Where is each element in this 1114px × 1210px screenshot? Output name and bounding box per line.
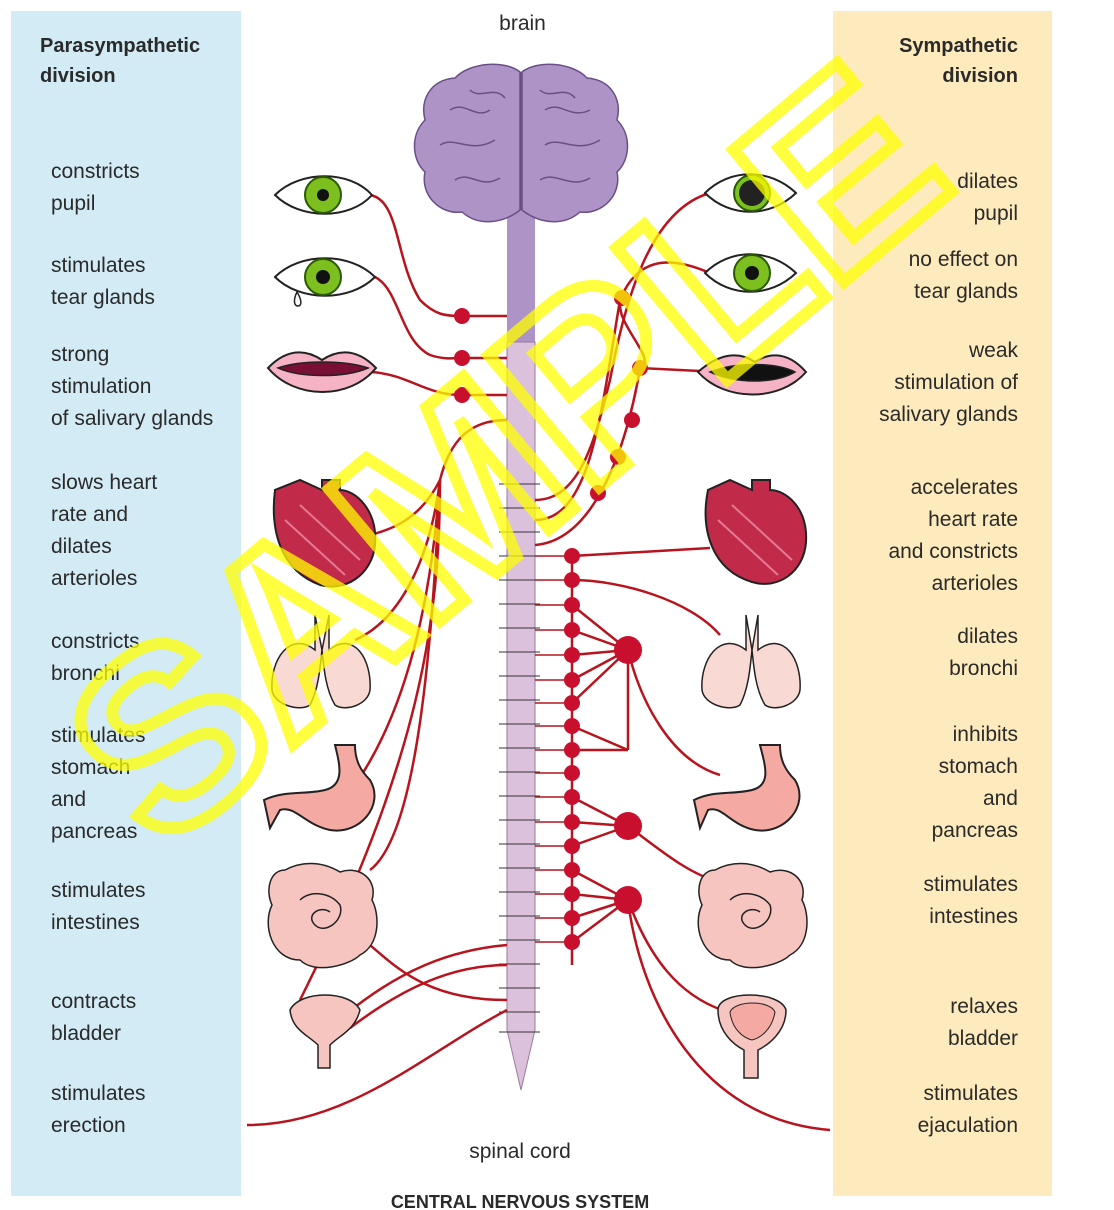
cns-title: CENTRAL NERVOUS SYSTEM	[340, 1192, 700, 1210]
intestines-icon	[268, 864, 377, 968]
mouth-icon	[268, 352, 376, 392]
stomach-icon	[694, 745, 799, 831]
bladder-icon	[290, 995, 360, 1068]
spinal-cord-label: spinal cord	[440, 1140, 600, 1164]
eye-icon	[275, 176, 372, 214]
bladder-icon	[718, 995, 786, 1078]
heart-icon	[706, 480, 806, 584]
lungs-icon	[702, 615, 800, 708]
intestines-icon	[698, 864, 807, 968]
brain-label: brain	[470, 12, 575, 36]
tearing-eye-icon	[275, 258, 375, 306]
